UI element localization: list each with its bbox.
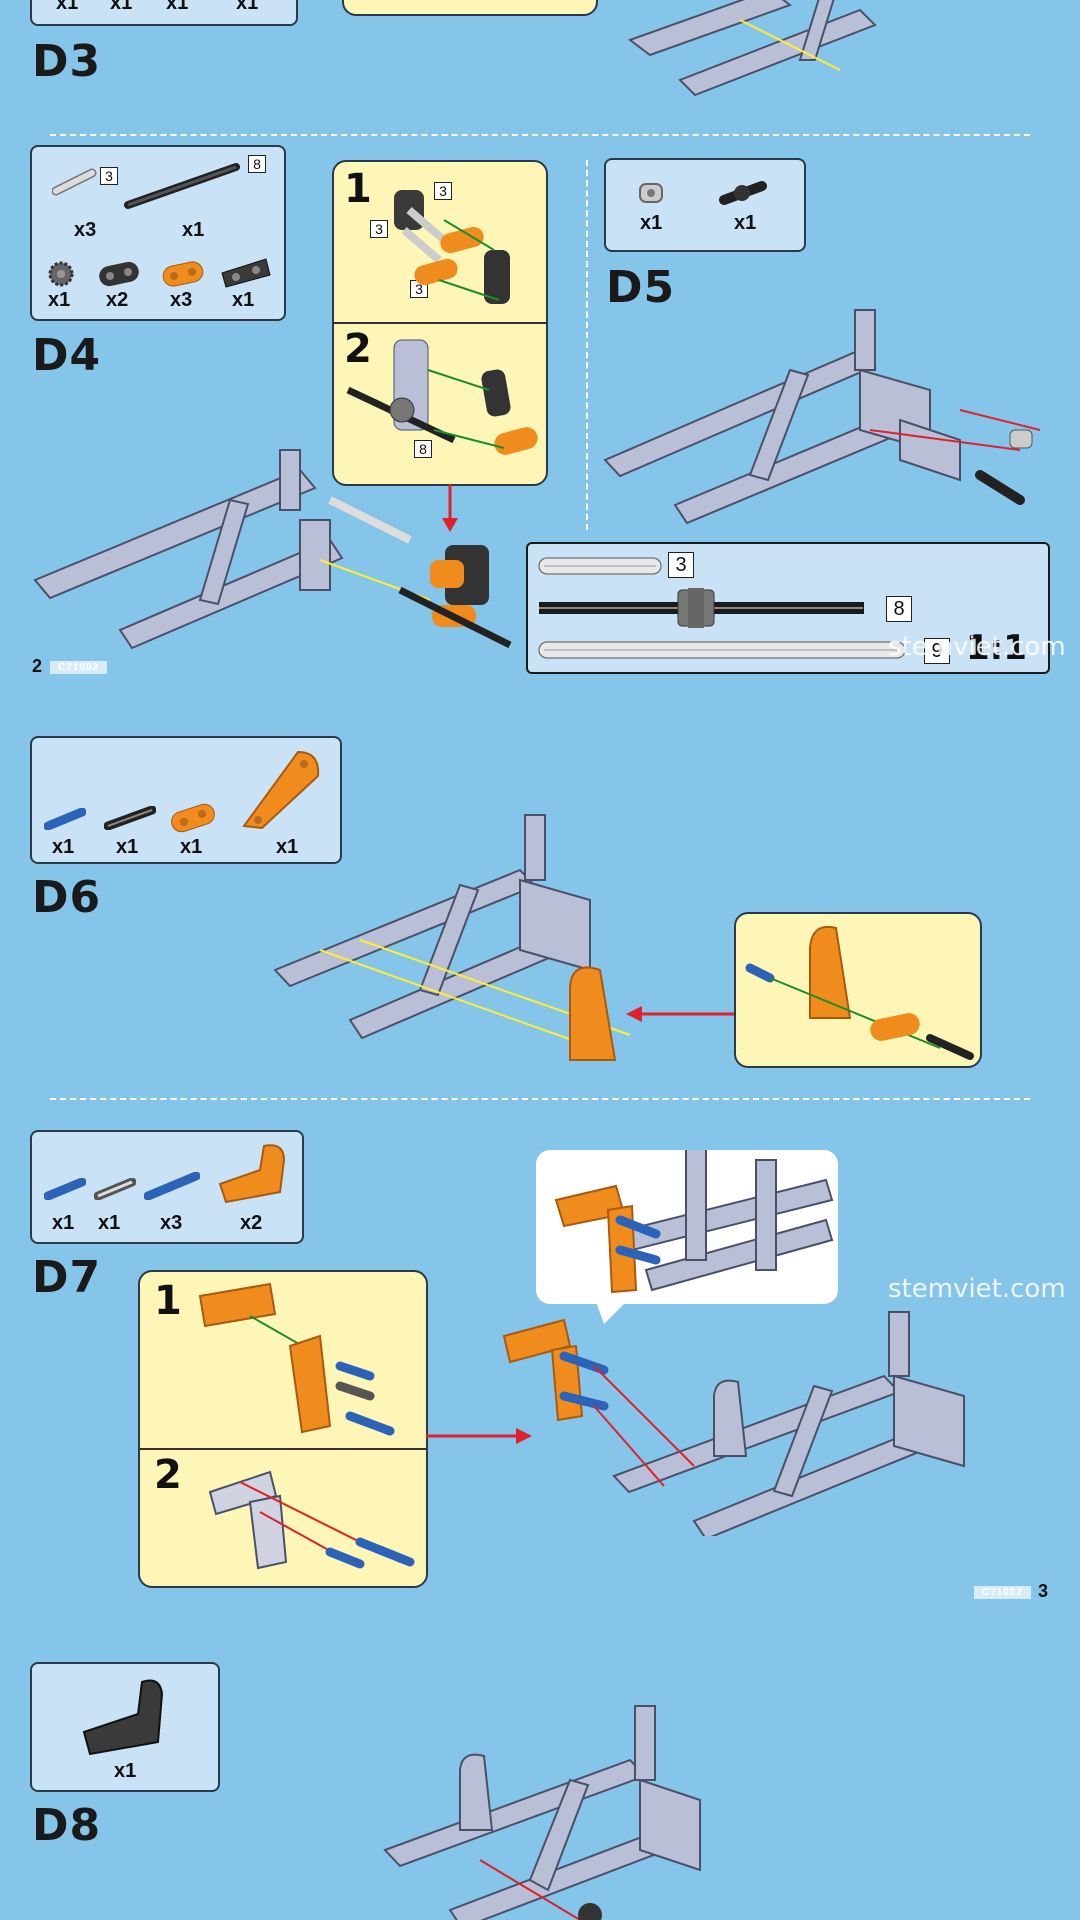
d4-sub2-illustration [346,339,538,455]
d4-sub1-len-b: 3 [370,220,388,238]
watermark-2: stemviet.com [888,1274,1066,1304]
black-pin-icon [104,806,156,830]
d4-sub-assembly-box: 1 3 3 3 2 8 [332,160,548,486]
blue-pin-icon [44,808,86,830]
d4-qty-dark-block: x1 [232,289,255,311]
watermark-1: stemviet.com [888,632,1066,662]
d7-sub2-illustration [208,1470,415,1570]
ruler-axle-8 [539,588,864,628]
d6-frame-illustration [273,814,631,1061]
grey-pin-icon [94,1178,136,1200]
gear-icon [48,261,74,287]
ruler-beam-3 [538,557,662,575]
d6-sub-illustration [745,926,974,1060]
dark-block-icon [221,258,271,288]
d4-len-3: 3 [100,167,118,185]
ruler-len-9: 9 [924,638,950,664]
d7-sub2-number: 2 [154,1452,182,1498]
d7-qty-1: x1 [52,1212,75,1234]
d6-qty-1: x1 [52,836,75,858]
d3-qty-3: x1 [166,0,189,14]
d4-qty-orange-connector: x3 [170,289,193,311]
d7-parts-box: x1 x1 x3 x2 [30,1130,304,1244]
d8-parts-box: x1 [30,1662,220,1792]
d7-sub1-illustration [198,1282,395,1436]
ruler-len-8: 8 [886,596,912,622]
d3-step-label: D3 [32,36,102,87]
axle-8-icon [124,163,240,209]
d6-step-label: D6 [32,872,102,923]
d5-qty-2: x1 [734,212,757,234]
d6-qty-2: x1 [116,836,139,858]
d7-sub-assembly-box: 1 2 [138,1270,428,1588]
scale-ruler-box: 3 8 9 1:1 [526,542,1050,674]
d3-qty-4: x1 [236,0,259,14]
d7-callout-illustration [554,1150,834,1294]
d5-parts-box: x1 x1 [604,158,806,252]
d8-qty-1: x1 [114,1760,137,1782]
divider-top [50,134,1030,136]
d7-step-label: D7 [32,1252,102,1303]
d4-len-8: 8 [248,155,266,173]
d5-step-label: D5 [606,262,676,313]
d7-qty-4: x2 [240,1212,263,1234]
d4-down-arrow [442,484,458,532]
d7-callout [536,1150,838,1304]
d4-sub2-number: 2 [344,326,372,372]
page-number-right: 3 [1038,1581,1049,1601]
d4-qty-axle: x1 [182,219,205,241]
d5-vertical-divider [586,160,588,530]
orange-connector-icon [171,803,215,833]
orange-connector-icon [162,261,204,287]
d3-frame-illustration [627,0,877,97]
d8-step-label: D8 [32,1800,102,1851]
d4-qty-gear: x1 [48,289,71,311]
d3-parts-box: x1 x1 x1 x1 [30,0,298,26]
d7-sub-separator [140,1448,426,1450]
d4-qty-pin: x3 [74,219,97,241]
d3-qty-1: x1 [56,0,79,14]
d4-qty-dark-connector: x2 [106,289,129,311]
ruler-beam-9 [538,641,906,659]
d6-qty-4: x1 [276,836,299,858]
d7-qty-2: x1 [98,1212,121,1234]
d7-right-arrow [426,1428,532,1444]
d7-sub1-number: 1 [154,1278,182,1324]
d4-frame-illustration [33,449,512,650]
dark-connector-icon [99,261,139,287]
ruler-scale-label: 1:1 [966,628,1027,668]
bush-icon [639,183,663,203]
d7-frame-illustration [502,1311,965,1536]
d4-sub1-len-a: 3 [434,182,452,200]
pin-3-icon [52,168,97,196]
d4-sub2-len: 8 [414,440,432,458]
d3-qty-2: x1 [110,0,133,14]
d6-qty-3: x1 [180,836,203,858]
d4-step-label: D4 [32,330,102,381]
d6-left-arrow [626,1006,736,1022]
d3-sub-box [342,0,598,16]
d6-parts-box: x1 x1 x1 x1 [30,736,342,864]
page-code-right: C71002 [974,1586,1032,1599]
orange-triangle-panel-icon [242,750,320,830]
d5-qty-1: x1 [640,212,663,234]
d4-sub-separator [334,322,546,324]
divider-mid [50,1098,1030,1100]
d7-callout-pointer [596,1302,626,1324]
page-code-left: C71002 [50,661,108,674]
d4-parts-box: 3 x3 8 x1 x1 x2 x3 x1 [30,145,286,321]
black-pin-icon [719,181,767,205]
d4-sub1-number: 1 [344,166,372,212]
blue-long-pin-icon [144,1172,200,1200]
d5-frame-illustration [603,309,1041,525]
orange-angle-beam-icon [218,1144,286,1204]
ruler-len-3: 3 [668,552,694,578]
dark-angle-beam-icon [82,1679,164,1756]
d4-sub1-illustration [394,190,510,304]
d8-frame-illustration [383,1705,701,1920]
d7-qty-3: x3 [160,1212,183,1234]
d6-sub-assembly-box [734,912,982,1068]
page-number-left: 2 [32,656,43,676]
blue-pin-icon [44,1178,86,1200]
